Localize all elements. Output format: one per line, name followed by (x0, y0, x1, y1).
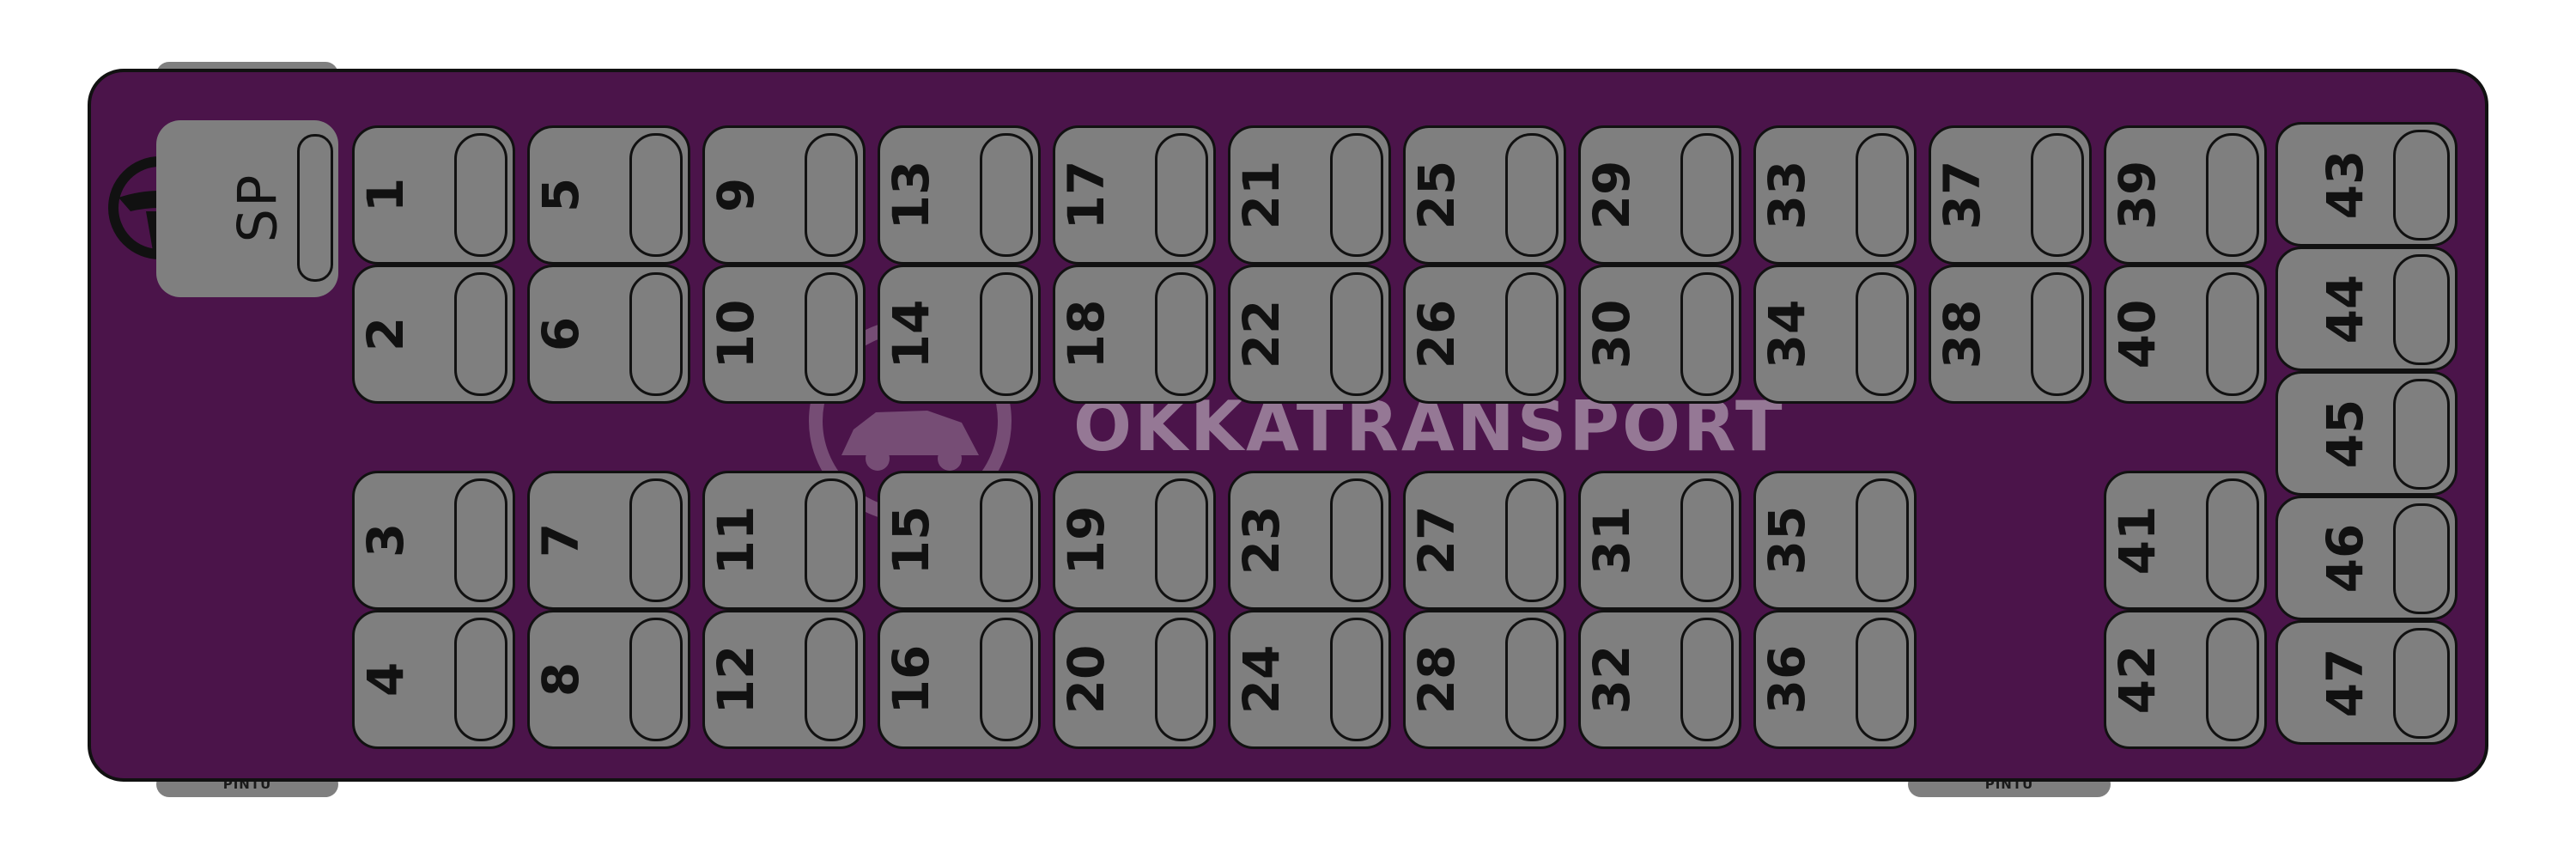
seat-37[interactable]: 37 (1929, 125, 2092, 265)
seat-44[interactable]: 44 (2275, 247, 2458, 371)
seat-7[interactable]: 7 (527, 471, 690, 610)
seat-32[interactable]: 32 (1578, 610, 1741, 749)
seat-number: 24 (1232, 644, 1291, 715)
seat-number: 14 (882, 299, 940, 369)
seat-23[interactable]: 23 (1228, 471, 1391, 610)
seat-25[interactable]: 25 (1403, 125, 1566, 265)
seat-number: 31 (1583, 505, 1641, 576)
seat-39[interactable]: 39 (2104, 125, 2267, 265)
seat-46[interactable]: 46 (2275, 496, 2458, 620)
seat-47[interactable]: 47 (2275, 620, 2458, 745)
seat-number: 21 (1232, 160, 1291, 230)
seat-number: 20 (1057, 644, 1115, 715)
seat-3[interactable]: 3 (352, 471, 515, 610)
seat-26[interactable]: 26 (1403, 265, 1566, 404)
seat-40[interactable]: 40 (2104, 265, 2267, 404)
seat-number: 34 (1758, 299, 1816, 369)
seat-1[interactable]: 1 (352, 125, 515, 265)
seat-38[interactable]: 38 (1929, 265, 2092, 404)
driver-seat[interactable]: SP (156, 120, 338, 297)
seat-42[interactable]: 42 (2104, 610, 2267, 749)
seat-27[interactable]: 27 (1403, 471, 1566, 610)
seat-21[interactable]: 21 (1228, 125, 1391, 265)
seat-number: 18 (1057, 299, 1115, 369)
seat-5[interactable]: 5 (527, 125, 690, 265)
seat-number: 40 (2108, 299, 2166, 369)
seat-41[interactable]: 41 (2104, 471, 2267, 610)
seat-number: 16 (882, 644, 940, 715)
seat-number: 36 (1758, 644, 1816, 715)
seat-4[interactable]: 4 (352, 610, 515, 749)
seat-number: 39 (2108, 160, 2166, 230)
seat-number: 13 (882, 160, 940, 230)
seat-number: 7 (532, 522, 590, 558)
seat-14[interactable]: 14 (878, 265, 1041, 404)
seat-number: 47 (2316, 648, 2374, 717)
seat-22[interactable]: 22 (1228, 265, 1391, 404)
seat-16[interactable]: 16 (878, 610, 1041, 749)
seat-43[interactable]: 43 (2275, 122, 2458, 247)
seat-2[interactable]: 2 (352, 265, 515, 404)
seat-number: 23 (1232, 505, 1291, 576)
seat-number: 4 (356, 661, 415, 698)
seat-number: 37 (1933, 160, 1991, 230)
seat-number: 41 (2108, 505, 2166, 576)
seat-number: 45 (2316, 399, 2374, 468)
seat-number: 25 (1407, 160, 1466, 230)
seat-28[interactable]: 28 (1403, 610, 1566, 749)
seat-35[interactable]: 35 (1753, 471, 1917, 610)
seat-number: 2 (356, 316, 415, 352)
seat-number: 33 (1758, 160, 1816, 230)
seat-number: 26 (1407, 299, 1466, 369)
seat-number: 43 (2316, 149, 2374, 219)
seat-30[interactable]: 30 (1578, 265, 1741, 404)
seat-17[interactable]: 17 (1053, 125, 1216, 265)
seat-15[interactable]: 15 (878, 471, 1041, 610)
seat-6[interactable]: 6 (527, 265, 690, 404)
seat-number: 38 (1933, 299, 1991, 369)
seat-24[interactable]: 24 (1228, 610, 1391, 749)
seat-number: 42 (2108, 644, 2166, 715)
seat-number: 22 (1232, 299, 1291, 369)
seat-13[interactable]: 13 (878, 125, 1041, 265)
seat-9[interactable]: 9 (702, 125, 866, 265)
seat-20[interactable]: 20 (1053, 610, 1216, 749)
seat-number: 8 (532, 661, 590, 698)
seat-number: 46 (2316, 523, 2374, 593)
seat-number: 27 (1407, 505, 1466, 576)
seat-36[interactable]: 36 (1753, 610, 1917, 749)
seat-number: 15 (882, 505, 940, 576)
seat-31[interactable]: 31 (1578, 471, 1741, 610)
seat-number: 6 (532, 316, 590, 352)
seat-34[interactable]: 34 (1753, 265, 1917, 404)
seat-number: 35 (1758, 505, 1816, 576)
seat-12[interactable]: 12 (702, 610, 866, 749)
seat-29[interactable]: 29 (1578, 125, 1741, 265)
seat-number: 17 (1057, 160, 1115, 230)
seat-8[interactable]: 8 (527, 610, 690, 749)
seat-number: 10 (707, 299, 765, 369)
seat-number: 5 (532, 177, 590, 213)
seat-number: 29 (1583, 160, 1641, 230)
seat-number: 30 (1583, 299, 1641, 369)
seat-19[interactable]: 19 (1053, 471, 1216, 610)
seat-45[interactable]: 45 (2275, 371, 2458, 496)
seat-11[interactable]: 11 (702, 471, 866, 610)
seat-33[interactable]: 33 (1753, 125, 1917, 265)
seat-18[interactable]: 18 (1053, 265, 1216, 404)
seat-number: 1 (356, 177, 415, 213)
seat-number: 32 (1583, 644, 1641, 715)
seat-number: 44 (2316, 274, 2374, 344)
seat-number: 28 (1407, 644, 1466, 715)
driver-seat-label: SP (226, 173, 289, 243)
seat-number: 11 (707, 505, 765, 576)
seat-10[interactable]: 10 (702, 265, 866, 404)
driver-seat-back (297, 134, 333, 282)
seat-number: 12 (707, 644, 765, 715)
seat-number: 19 (1057, 505, 1115, 576)
seat-number: 3 (356, 522, 415, 558)
seat-number: 9 (707, 177, 765, 213)
